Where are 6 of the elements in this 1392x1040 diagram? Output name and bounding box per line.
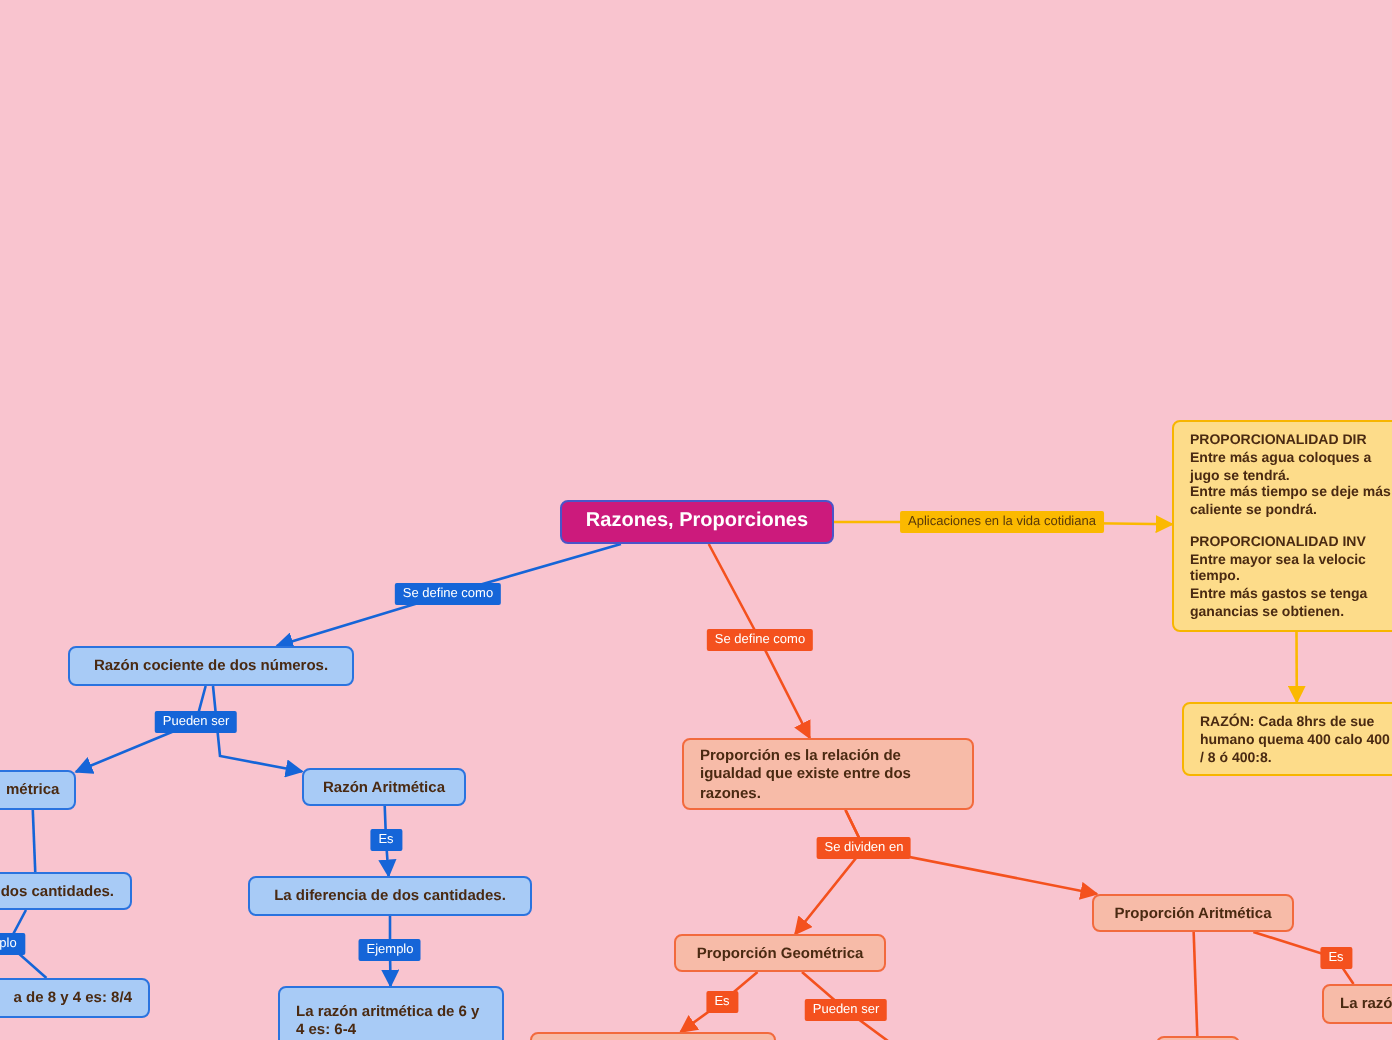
connector-arrow bbox=[211, 685, 304, 778]
connector-arrow bbox=[679, 971, 759, 1034]
connector-arrow bbox=[707, 543, 811, 740]
central-topic: Razones, Proporciones bbox=[560, 500, 834, 544]
connector-arrow bbox=[1287, 632, 1306, 704]
connector-arrow bbox=[378, 805, 397, 878]
